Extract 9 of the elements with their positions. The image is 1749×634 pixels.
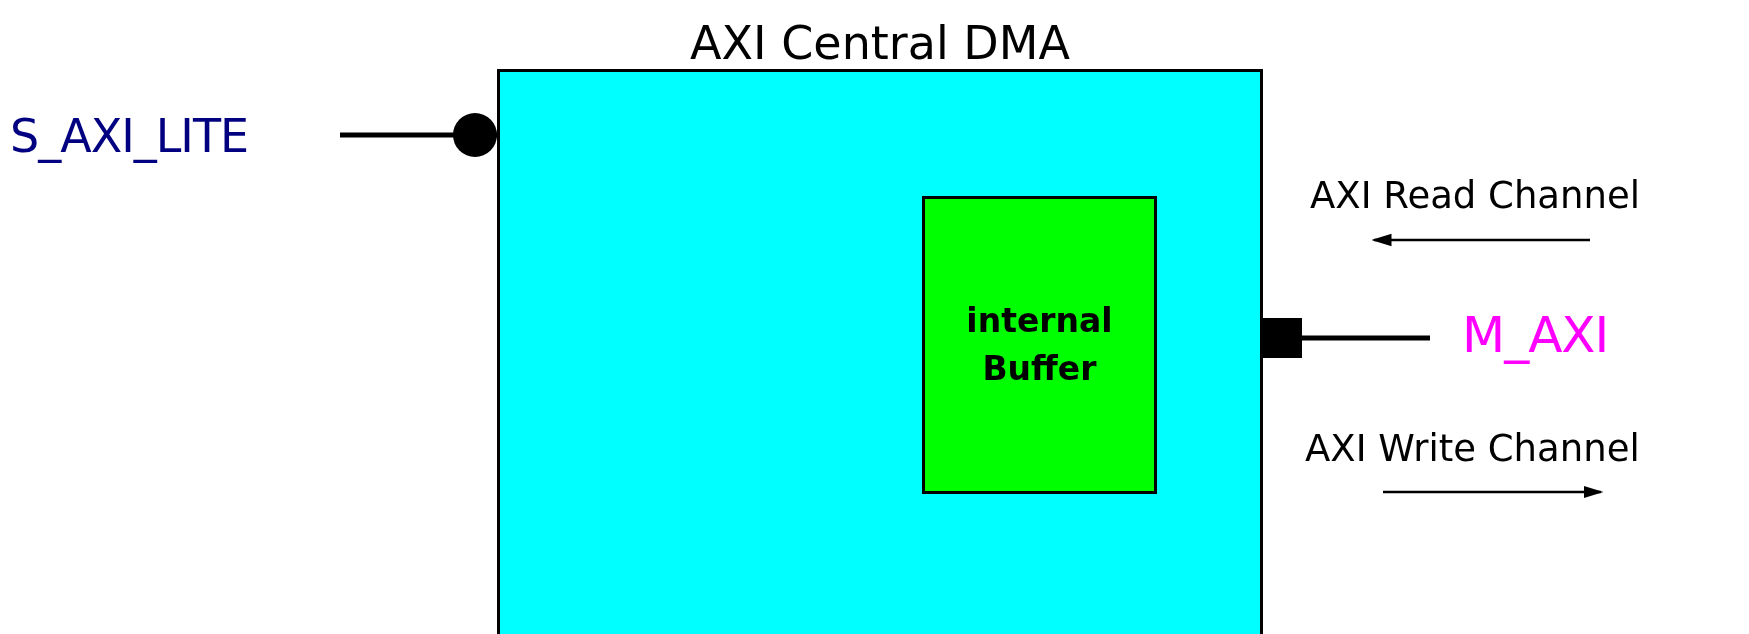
- block-title: AXI Central DMA: [690, 17, 1070, 69]
- channel-label: AXI Write Channel: [1305, 426, 1640, 472]
- port-connector: [340, 113, 497, 157]
- channel-label: AXI Read Channel: [1310, 173, 1640, 219]
- port-label: S_AXI_LITE: [10, 108, 335, 164]
- port-connector: [1263, 318, 1430, 358]
- port-label: M_AXI: [1462, 305, 1652, 365]
- buffer-box: [922, 196, 1157, 494]
- buffer-label: internal Buffer: [965, 300, 1114, 390]
